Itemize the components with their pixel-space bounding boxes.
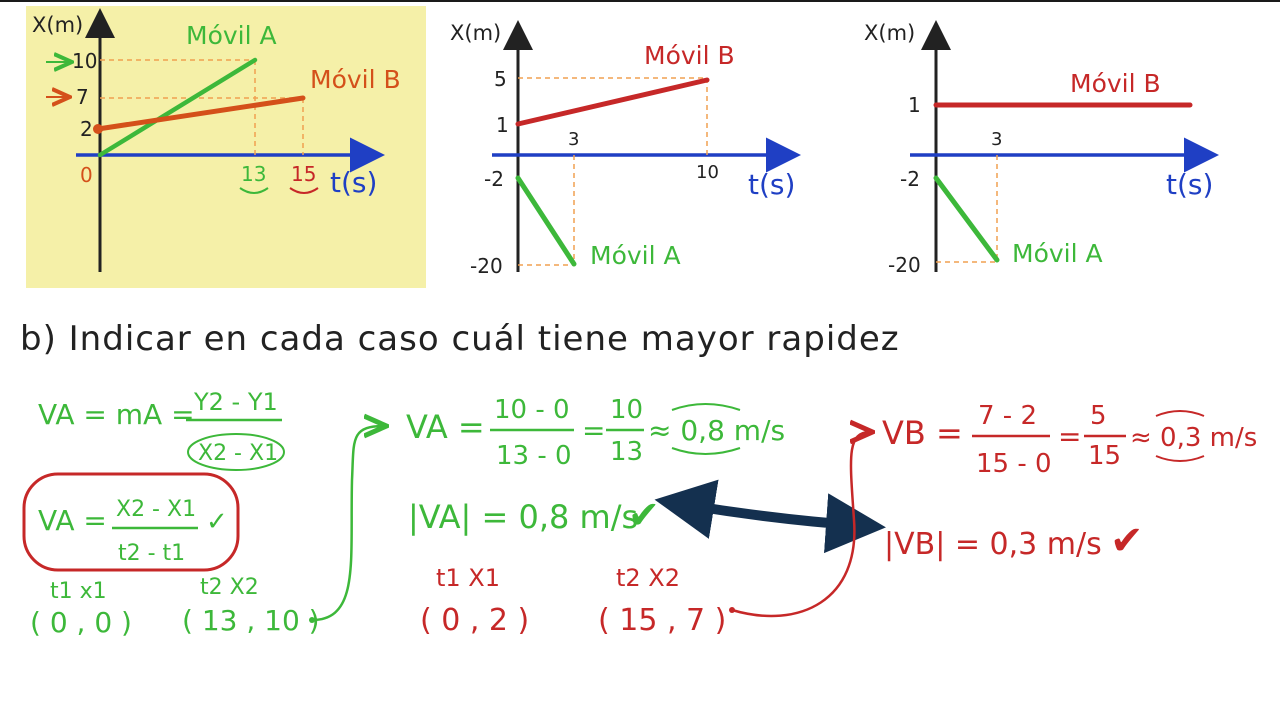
velocity-formula-den: t2 - t1 [118,541,185,566]
graph2-y-tick-neg20: -20 [470,254,503,278]
graph2: X(m) t(s) 5 1 -2 -20 3 10 Móvil B Móvil … [450,20,801,278]
vb-calc-num2: 5 [1090,401,1107,431]
va-calc-num1: 10 - 0 [494,395,570,425]
va-calc-approx: ≈ 0,8 m/s [648,414,785,447]
va-calc-den1: 13 - 0 [496,441,572,471]
graph2-series-a-label: Móvil A [590,241,681,270]
vb-calc-den2: 15 [1088,441,1121,471]
graph1-series-a [97,57,258,158]
graph2-y-tick-5: 5 [494,67,507,91]
graph1-y-label: X(m) [32,13,83,37]
vb-calc-num1: 7 - 2 [978,401,1037,431]
vb-approx-bracket-bottom [1155,455,1205,462]
vb-calc-approx: ≈ 0,3 m/s [1130,423,1257,453]
pointb2-labels: t2 X2 [616,564,680,592]
slope-formula-num: Y2 - Y1 [193,388,278,416]
middle-to-right-arrow [731,432,870,618]
question-heading: b) Indicar en cada caso cuál tiene mayor… [20,319,900,359]
pointb2-values: ( 15 , 7 ) [598,603,726,638]
velocity-formula-lhs: VA = [38,504,107,537]
graph1-x-tick-13: 13 [241,162,266,186]
graph1-series-b-start [93,124,103,134]
vb-calc-den1: 15 - 0 [976,449,1052,479]
velocity-formula-box [22,472,240,572]
graph1-series-b [95,95,306,132]
left-notes: VA = mA = Y2 - Y1 X2 - X1 VA = X2 - X1 t… [22,388,384,639]
pointb1-values: ( 0 , 2 ) [420,603,529,638]
va-calc-lhs: VA = [406,408,485,446]
vb-abs-check: ✔ [1110,518,1144,564]
graph2-y-tick-1: 1 [496,113,509,137]
va-approx-bracket-bottom [671,447,741,455]
graph2-x-label: t(s) [748,168,795,201]
graph3-x-label: t(s) [1166,168,1213,201]
slope-formula-lhs: VA = mA = [38,398,195,431]
graph1-x-tick-15-underline [289,187,319,194]
point1-values: ( 0 , 0 ) [30,606,132,639]
graph3-y-label: X(m) [864,21,915,45]
vb-abs-result: |VB| = 0,3 m/s [884,527,1102,562]
slope-formula-den: X2 - X1 [198,441,278,466]
graph2-y-label: X(m) [450,21,501,45]
point2-values: ( 13 , 10 ) [182,604,320,637]
graph3-y-tick-neg2: -2 [900,167,920,191]
left-arrow-start-dot [309,617,315,623]
graph3-y-tick-neg20: -20 [888,253,921,277]
graph1-series-a-label: Móvil A [186,21,277,50]
graph2-series-b [515,77,710,127]
right-notes: VB = 7 - 2 15 - 0 = 5 15 ≈ 0,3 m/s |VB| … [882,401,1257,564]
middle-points: t1 X1 ( 0 , 2 ) t2 X2 ( 15 , 7 ) [420,432,870,638]
graph3-x-tick-3: 3 [991,129,1002,150]
velocity-formula-num: X2 - X1 [116,497,196,522]
pointb1-labels: t1 X1 [436,564,500,592]
graph1-x-label: t(s) [330,166,377,199]
va-calc-den2: 13 [610,437,643,467]
graph2-x-tick-3: 3 [568,129,579,150]
vb-calc-eq: = [1058,420,1081,453]
graph2-y-tick-neg2: -2 [484,167,504,191]
middle-notes: VA = 10 - 0 13 - 0 = 10 13 ≈ 0,8 m/s |VA… [406,395,785,537]
point2-labels: t2 X2 [200,575,259,600]
slope-formula-den-circle [187,433,285,471]
comparison-double-arrow [654,479,886,554]
vb-approx-bracket-top [1155,410,1205,417]
top-rule [0,0,1280,2]
graph3-y-tick-1: 1 [908,93,921,117]
va-abs-check: ✔ [628,493,660,537]
va-abs-result: |VA| = 0,8 m/s [408,498,638,536]
vb-calc-lhs: VB = [882,414,963,452]
va-calc-num2: 10 [610,395,643,425]
graph3-series-b-label: Móvil B [1070,69,1161,98]
graph1-y-tick-2: 2 [80,117,93,141]
graph2-series-b-label: Móvil B [644,41,735,70]
graph1-series-b-label: Móvil B [310,65,401,94]
graph1-x-tick-13-underline [239,187,269,194]
graph1-y-tick-10: 10 [72,49,97,73]
middle-arrow-start-dot [729,607,735,613]
graph1: X(m) t(s) 0 10 7 2 13 15 Móvil A Móvil B [26,6,426,288]
graph3: X(m) t(s) 1 -2 -20 3 Móvil B Móvil A [864,20,1219,277]
graph1-y-tick-7: 7 [76,85,89,109]
left-to-middle-arrow [311,426,384,622]
va-approx-bracket-top [671,403,741,411]
graph3-series-a [933,175,1000,263]
va-calc-eq: = [582,414,605,447]
graph2-x-tick-10: 10 [696,162,719,183]
velocity-formula-check: ✓ [206,507,228,537]
graph2-series-a [515,175,577,267]
graph1-origin-label: 0 [80,163,93,187]
graph3-series-a-label: Móvil A [1012,239,1103,268]
graph1-x-tick-15: 15 [291,162,316,186]
point1-labels: t1 x1 [50,579,107,604]
